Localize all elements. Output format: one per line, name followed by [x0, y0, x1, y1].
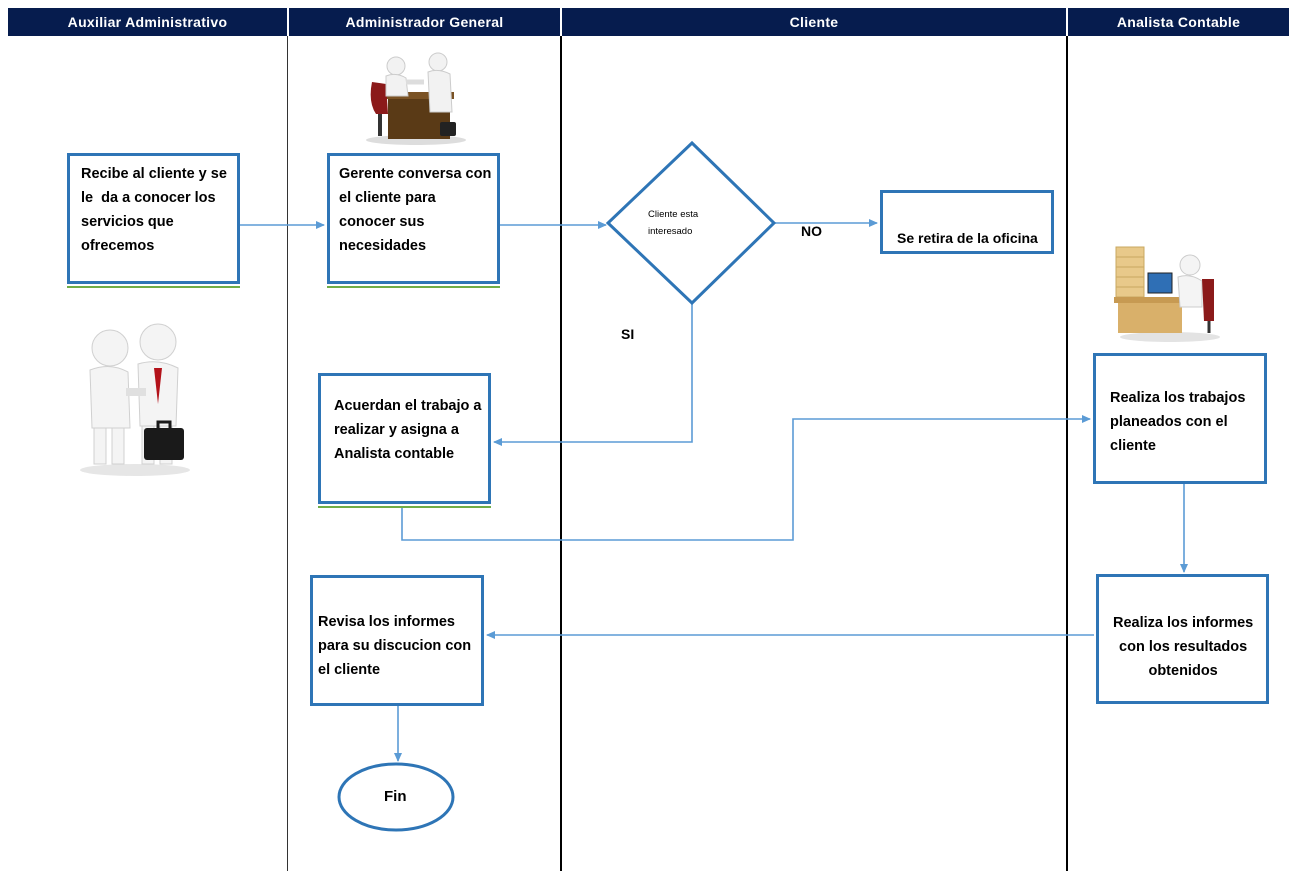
process-se-retira: Se retira de la oficina	[880, 190, 1054, 254]
box-underline	[67, 286, 240, 288]
decision-text: Cliente esta interesado	[648, 209, 699, 237]
lane-title: Administrador General	[345, 14, 504, 30]
box-underline	[327, 286, 500, 288]
handshake-figures-icon	[80, 323, 190, 476]
lane-title: Analista Contable	[1116, 14, 1241, 30]
branch-si-label: SI	[621, 326, 635, 342]
process-text: Revisa los informes para su discucion co…	[318, 614, 472, 678]
lane-divider	[560, 36, 562, 871]
process-acuerdan-trabajo: Acuerdan el trabajo a realizar y asigna …	[318, 373, 491, 504]
lane-divider	[1066, 36, 1068, 871]
fin-label: Fin	[384, 788, 407, 805]
decision-diamond	[605, 140, 777, 306]
arrow-acuerdan-to-analista	[401, 415, 1091, 541]
lane-title: Auxiliar Administrativo	[67, 14, 228, 30]
decision-label: Cliente esta interesado	[648, 206, 748, 240]
lane-header-analista: Analista Contable	[1068, 8, 1289, 36]
lane-header-administrador: Administrador General	[289, 8, 560, 36]
process-text: Realiza los trabajos planeados con el cl…	[1110, 390, 1246, 454]
process-realiza-informes: Realiza los informes con los resultados …	[1096, 574, 1269, 704]
process-realiza-trabajos: Realiza los trabajos planeados con el cl…	[1093, 353, 1267, 484]
process-text: Gerente conversa con el cliente para con…	[339, 166, 492, 254]
lane-header-cliente: Cliente	[562, 8, 1066, 36]
accountant-desk-figure-icon	[1114, 246, 1220, 342]
process-text: Se retira de la oficina	[897, 230, 1038, 246]
process-text: Realiza los informes con los resultados …	[1113, 615, 1254, 679]
process-revisa-informes: Revisa los informes para su discucion co…	[310, 575, 484, 706]
lane-title: Cliente	[789, 14, 839, 30]
meeting-desk-figures-icon	[366, 52, 466, 145]
lane-divider	[287, 36, 288, 871]
arrow-decision-si	[493, 304, 693, 446]
process-gerente-conversa: Gerente conversa con el cliente para con…	[327, 153, 500, 284]
box-underline	[318, 506, 491, 508]
branch-no-label: NO	[801, 223, 822, 239]
process-text: Recibe al cliente y se le da a conocer l…	[81, 166, 227, 254]
process-recibe-cliente: Recibe al cliente y se le da a conocer l…	[67, 153, 240, 284]
process-text: Acuerdan el trabajo a realizar y asigna …	[334, 398, 482, 462]
lane-header-auxiliar: Auxiliar Administrativo	[8, 8, 287, 36]
fin-terminator	[337, 762, 455, 832]
